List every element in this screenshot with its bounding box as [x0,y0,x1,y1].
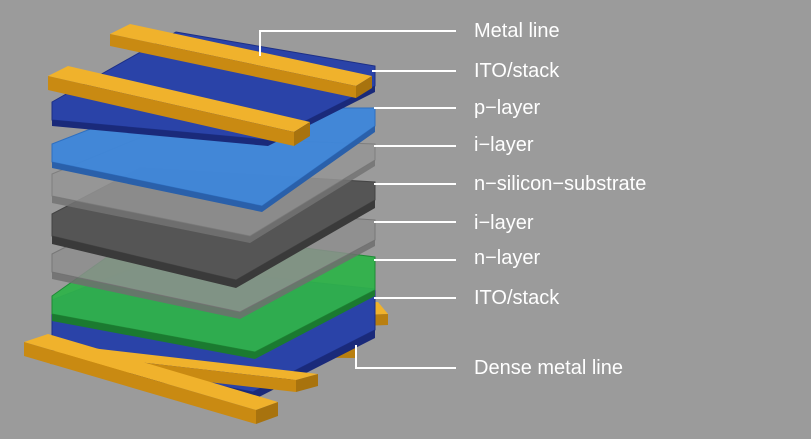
label-metal-line: Metal line [474,20,560,42]
metal-lines-top [48,24,372,146]
leader-lines [259,30,456,369]
label-p-layer: p−layer [474,97,541,119]
metal-line-bar [110,24,372,98]
label-ito-stack-bottom: ITO/stack [474,287,560,309]
leader-line-metal [259,30,456,56]
label-n-layer: n−layer [474,247,541,269]
dense-metal-lines-front [24,334,318,424]
metal-line-bar [48,66,310,146]
dense-metal-bar [24,334,278,424]
label-n-silicon-substrate: n−silicon−substrate [474,173,647,195]
label-i-layer-bottom: i−layer [474,212,534,234]
label-dense-metal-line: Dense metal line [474,357,623,379]
label-ito-stack-top: ITO/stack [474,60,560,82]
label-i-layer-top: i−layer [474,134,534,156]
leader-line-dense-metal [355,345,456,369]
